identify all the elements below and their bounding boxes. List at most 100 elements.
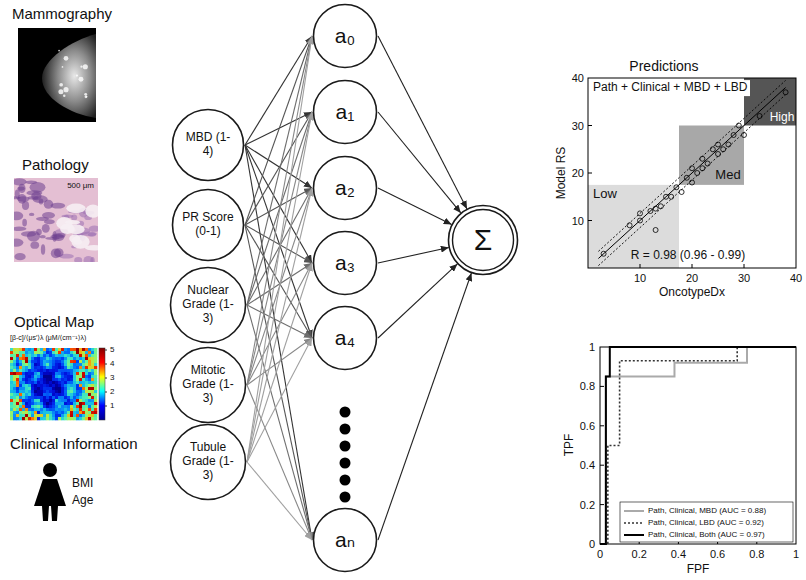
map-pixel — [31, 414, 34, 417]
map-pixel — [10, 405, 13, 408]
calcification-spot — [79, 77, 84, 82]
map-pixel — [34, 390, 37, 393]
map-pixel — [28, 360, 31, 363]
map-pixel — [43, 363, 46, 366]
axis-tick-label: 0 — [589, 538, 595, 551]
map-pixel — [73, 402, 76, 405]
map-pixel — [88, 357, 91, 360]
data-point — [674, 185, 679, 190]
map-pixel — [49, 360, 52, 363]
map-pixel — [79, 396, 82, 399]
map-pixel — [67, 354, 70, 357]
map-pixel — [25, 411, 28, 414]
map-pixel — [34, 402, 37, 405]
map-pixel — [28, 417, 31, 420]
map-pixel — [58, 417, 61, 420]
map-pixel — [85, 414, 88, 417]
map-pixel — [67, 408, 70, 411]
map-pixel — [52, 357, 55, 360]
map-pixel — [40, 351, 43, 354]
ellipsis-dot — [340, 492, 351, 503]
map-pixel — [82, 417, 85, 420]
cell-cluster — [44, 200, 53, 209]
map-pixel — [76, 390, 79, 393]
map-pixel — [61, 360, 64, 363]
map-pixel — [13, 378, 16, 381]
legend-entry: Path, Clinical, MBD (AUC = 0.88) — [624, 505, 766, 516]
map-pixel — [64, 363, 67, 366]
legend-box — [620, 502, 793, 542]
cell-cluster — [53, 233, 66, 237]
axis-tick-label: 30 — [572, 119, 584, 132]
map-pixel — [52, 369, 55, 372]
map-pixel — [55, 348, 58, 351]
node-label: MBD (1-4) — [182, 131, 235, 159]
map-pixel — [34, 369, 37, 372]
map-pixel — [94, 405, 97, 408]
map-pixel — [91, 375, 94, 378]
map-pixel — [10, 399, 13, 402]
map-pixel — [73, 417, 76, 420]
map-pixel — [13, 402, 16, 405]
map-pixel — [94, 372, 97, 375]
map-pixel — [64, 399, 67, 402]
map-pixel — [28, 384, 31, 387]
map-pixel — [43, 378, 46, 381]
map-pixel — [28, 372, 31, 375]
data-point — [736, 123, 741, 128]
map-pixel — [79, 405, 82, 408]
axis-tick — [588, 173, 592, 174]
map-pixel — [40, 381, 43, 384]
legend-label: Path, Clinical, LBD (AUC = 0.92) — [648, 518, 764, 527]
legend-entry: Path, Clinical, LBD (AUC = 0.92) — [624, 517, 764, 528]
panel-title: Optical Map — [14, 313, 94, 330]
map-pixel — [88, 354, 91, 357]
cell-cluster — [40, 235, 46, 238]
map-pixel — [25, 363, 28, 366]
map-pixel — [64, 378, 67, 381]
map-pixel — [25, 351, 28, 354]
map-pixel — [25, 369, 28, 372]
map-pixel — [85, 393, 88, 396]
map-pixel — [58, 375, 61, 378]
map-pixel — [22, 375, 25, 378]
plot-frame — [588, 78, 796, 268]
map-pixel — [25, 366, 28, 369]
map-pixel — [16, 414, 19, 417]
map-pixel — [28, 348, 31, 351]
axis-tick — [640, 264, 641, 268]
map-pixel — [10, 384, 13, 387]
map-pixel — [94, 411, 97, 414]
cell-cluster — [30, 241, 39, 248]
map-pixel — [22, 366, 25, 369]
map-pixel — [43, 408, 46, 411]
map-pixel — [52, 360, 55, 363]
map-pixel — [16, 408, 19, 411]
map-pixel — [55, 375, 58, 378]
map-pixel — [16, 366, 19, 369]
axis-tick-label: 20 — [686, 272, 698, 285]
map-pixel — [25, 393, 28, 396]
calcification-spot — [63, 87, 68, 92]
map-pixel — [13, 375, 16, 378]
map-pixel — [76, 360, 79, 363]
cell-cluster — [39, 199, 44, 205]
map-pixel — [70, 354, 73, 357]
calcification-spot — [58, 89, 63, 94]
data-point — [669, 194, 674, 199]
map-pixel — [28, 363, 31, 366]
axis-tick — [692, 264, 693, 268]
map-pixel — [88, 411, 91, 414]
map-pixel — [70, 384, 73, 387]
connector-arrow — [378, 112, 461, 213]
map-pixel — [16, 387, 19, 390]
map-pixel — [28, 381, 31, 384]
map-pixel — [40, 354, 43, 357]
axis-tick-label: 0.8 — [749, 548, 764, 561]
map-pixel — [55, 411, 58, 414]
map-pixel — [70, 390, 73, 393]
regression-line — [598, 88, 785, 259]
map-pixel — [91, 384, 94, 387]
map-pixel — [22, 390, 25, 393]
